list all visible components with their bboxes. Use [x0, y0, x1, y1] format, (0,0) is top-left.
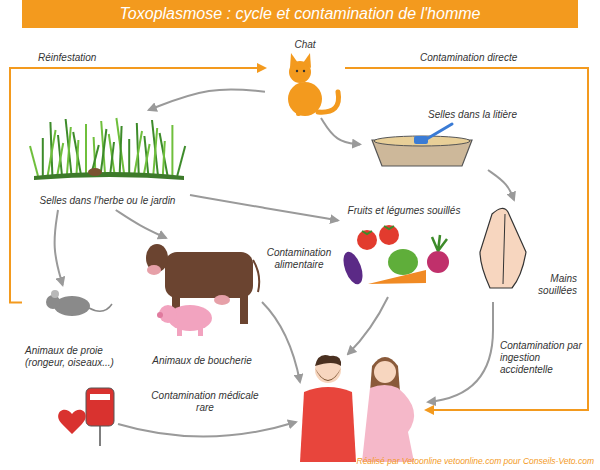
- grass-blade: [73, 132, 81, 176]
- grass-blade: [160, 133, 168, 176]
- edge-label: Réinfestation: [38, 52, 96, 64]
- direct-contamination-line: [345, 68, 588, 410]
- grass-blade: [66, 119, 72, 176]
- cycle-arrow: [488, 170, 514, 200]
- figure-caption: Fruits et légumes souillés: [348, 205, 461, 217]
- pig-figure: [157, 305, 212, 336]
- grass-blade: [100, 129, 106, 176]
- hands-figure: [480, 208, 526, 288]
- figure-caption: Mains souillées: [519, 273, 577, 297]
- figure-node: Fruits et légumes souillés: [338, 202, 470, 294]
- grass-blade: [76, 140, 78, 176]
- grass-blade: [67, 127, 71, 176]
- route-label: Contamination par ingestion accidentelle: [500, 340, 582, 376]
- grass-blade: [85, 124, 87, 176]
- cat-figure: [288, 53, 339, 116]
- pregnant-woman-figure: [362, 357, 414, 462]
- figure-caption: Selles dans l'herbe ou le jardin: [40, 195, 176, 207]
- figure-caption: Selles dans la litière: [428, 109, 517, 121]
- cycle-arrow: [321, 118, 360, 144]
- figure-caption: Animaux de proie (rongeur, oiseaux...): [25, 345, 135, 369]
- figure-node: Animaux de proie (rongeur, oiseaux...): [22, 285, 138, 372]
- grass-figure: [30, 118, 185, 180]
- grass-blade: [163, 141, 165, 176]
- mouse-figure: [46, 290, 112, 316]
- route-label: Contamination médicale rare: [150, 390, 260, 414]
- grass-blade: [116, 118, 124, 176]
- contamination-arrows: [118, 297, 493, 437]
- figure-node: Selles dans l'herbe ou le jardin: [25, 110, 190, 210]
- grass-blade: [42, 138, 44, 176]
- figure-node: Chat: [265, 36, 345, 118]
- cycle-arrow: [10, 68, 265, 302]
- grass-blade: [110, 142, 114, 176]
- grass-blade: [153, 128, 157, 176]
- grass-blade: [144, 144, 150, 176]
- grass-blade: [30, 146, 38, 176]
- grass-blade: [134, 131, 142, 176]
- grass-blade: [177, 146, 185, 176]
- credit-note: Réalisé par Vetoonline vetoonline.com po…: [330, 456, 594, 466]
- route-label: Contamination alimentaire: [262, 247, 336, 271]
- route-label: Contamination directe: [420, 52, 570, 64]
- title-text: Toxoplasmose : cycle et contamination de…: [120, 5, 481, 23]
- grass-blade: [128, 139, 130, 176]
- man-figure: [300, 355, 356, 462]
- cycle-arrow: [55, 210, 63, 285]
- grass-blade: [171, 125, 173, 176]
- figure-node: Mains souillées: [460, 200, 580, 300]
- grass-blade: [109, 134, 115, 176]
- grass-blade: [152, 120, 158, 176]
- cycle-arrow: [190, 195, 338, 220]
- figure-node: Selles dans la litière: [360, 106, 520, 170]
- title-banner: Toxoplasmose : cycle et contamination de…: [22, 0, 578, 28]
- cycle-arrow: [116, 210, 166, 238]
- grass-blade: [120, 126, 122, 176]
- figure-caption: Chat: [294, 39, 315, 51]
- grass-blade: [57, 143, 63, 176]
- grass-blade: [48, 130, 56, 176]
- vegetables-figure: [340, 225, 449, 287]
- blood-bag-figure: [58, 388, 114, 446]
- litter-box: [372, 124, 472, 166]
- figure-node: Animaux de boucherie: [142, 238, 262, 370]
- figure-caption: Animaux de boucherie: [152, 355, 252, 367]
- cycle-arrow: [149, 89, 265, 110]
